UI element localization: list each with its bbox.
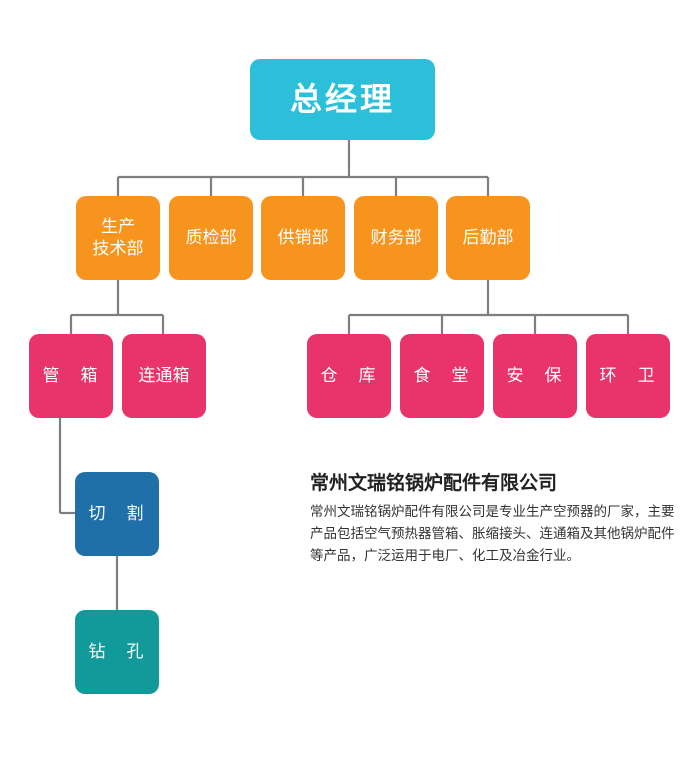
unit-connecting-box-label: 连通箱 <box>138 365 190 386</box>
unit-security-label: 安 保 <box>506 365 564 386</box>
step-cutting-label: 切 割 <box>88 503 146 524</box>
unit-sanitation: 环 卫 <box>586 334 670 418</box>
unit-pipe-box-label: 管 箱 <box>42 365 100 386</box>
unit-warehouse: 仓 库 <box>307 334 391 418</box>
step-drilling-label: 钻 孔 <box>88 641 146 662</box>
unit-pipe-box: 管 箱 <box>29 334 113 418</box>
step-cutting-box: 切 割 <box>75 472 159 556</box>
step-drilling-box: 钻 孔 <box>75 610 159 694</box>
unit-security: 安 保 <box>493 334 577 418</box>
company-info: 常州文瑞铭锅炉配件有限公司 常州文瑞铭锅炉配件有限公司是专业生产空预器的厂家，主… <box>310 468 680 567</box>
company-name: 常州文瑞铭锅炉配件有限公司 <box>310 472 558 494</box>
company-description: 常州文瑞铭锅炉配件有限公司是专业生产空预器的厂家，主要产品包括空气预热器管箱、胀… <box>310 504 675 564</box>
dept-production-label-line1: 生产 <box>101 216 135 237</box>
unit-warehouse-label: 仓 库 <box>320 365 378 386</box>
dept-logistics-label: 后勤部 <box>462 227 514 248</box>
general-manager-label: 总经理 <box>289 79 395 118</box>
unit-canteen-label: 食 堂 <box>413 365 471 386</box>
dept-logistics-box: 后勤部 <box>446 196 530 280</box>
dept-sales-label: 供销部 <box>277 227 329 248</box>
dept-production-label-line2: 技术部 <box>92 239 144 259</box>
dept-production-box: 生产 技术部 <box>76 196 160 280</box>
dept-sales-box: 供销部 <box>261 196 345 280</box>
dept-finance-box: 财务部 <box>354 196 438 280</box>
unit-connecting-box: 连通箱 <box>122 334 206 418</box>
general-manager-box: 总经理 <box>250 59 435 140</box>
unit-sanitation-label: 环 卫 <box>599 365 657 386</box>
dept-finance-label: 财务部 <box>370 227 422 248</box>
dept-quality-label: 质检部 <box>185 227 237 248</box>
unit-canteen: 食 堂 <box>400 334 484 418</box>
dept-quality-box: 质检部 <box>169 196 253 280</box>
